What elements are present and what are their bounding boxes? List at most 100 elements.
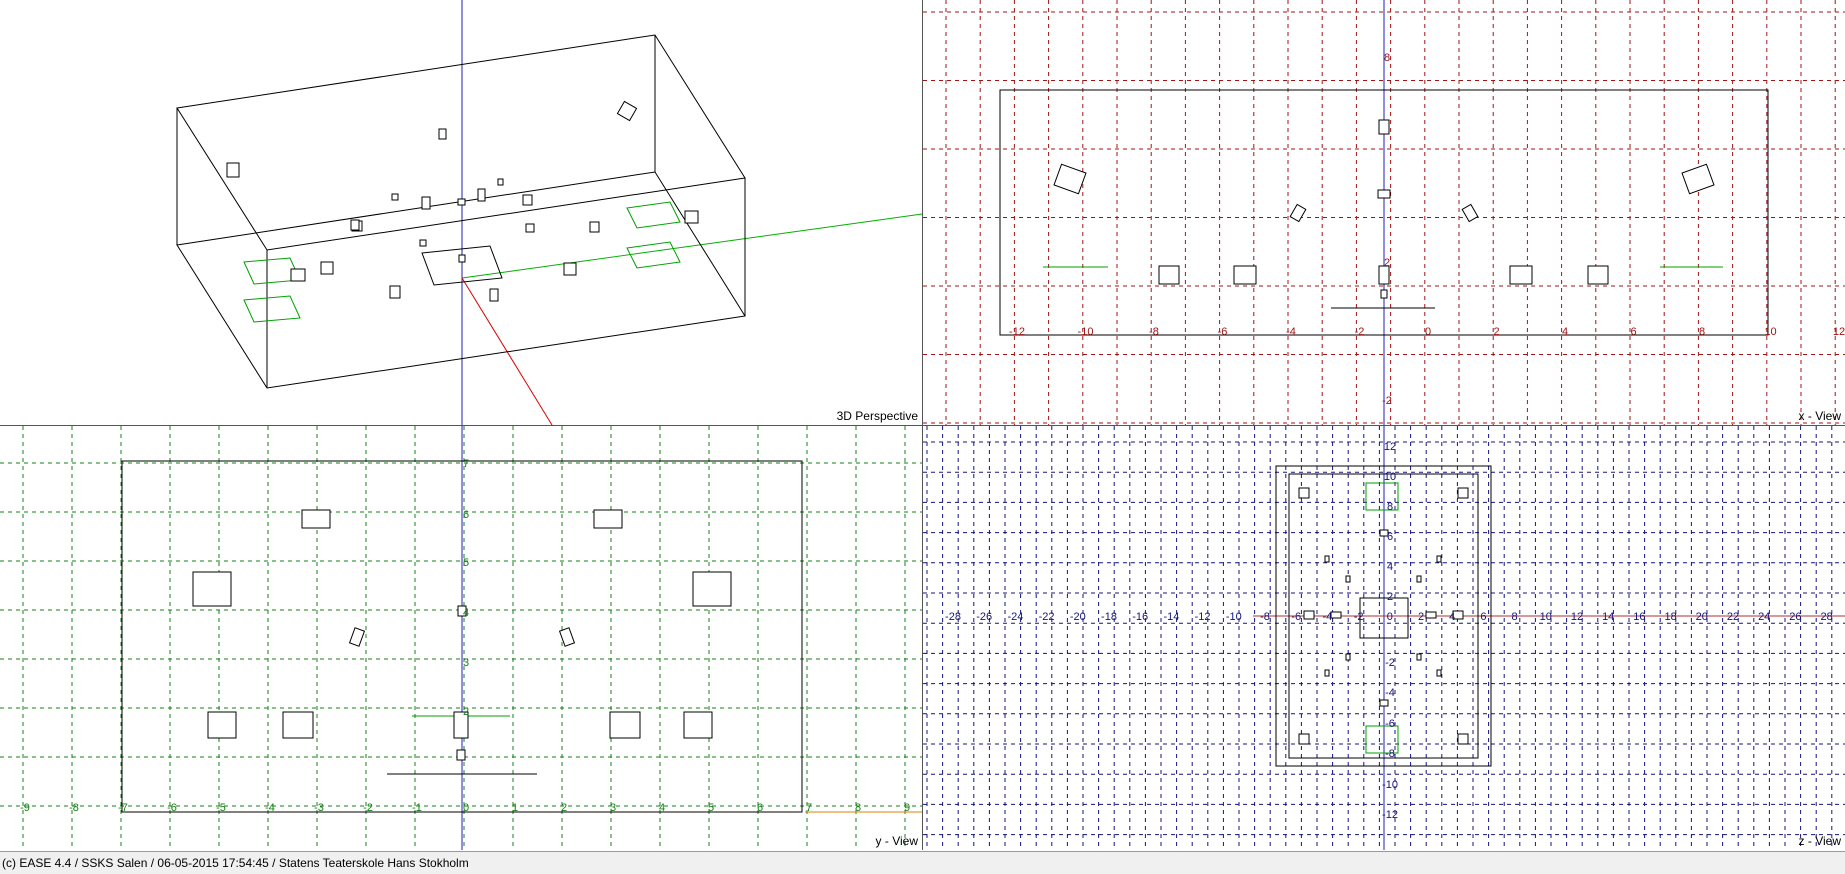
x-view-pane[interactable]: -12 -10 -8 -6 -4 -2 0 2 4 6 8 10 12 8 2 -2 x - View: [923, 0, 1845, 426]
x-view-tick-label: -4: [1286, 326, 1296, 338]
x-view-tick-label: 0: [1425, 326, 1431, 338]
z-view-tick-label: 26: [1789, 611, 1801, 623]
y-view-tick-label: -9: [20, 802, 30, 814]
z-view-label: z - View: [1798, 834, 1841, 848]
z-view-tick-label: 4: [1449, 611, 1455, 623]
z-view-tick-label: 8: [1512, 611, 1518, 623]
x-view-vtick-label: -2: [1382, 395, 1392, 407]
z-view-vtick-label: -10: [1382, 779, 1398, 791]
y-view-tick-label: -1: [412, 802, 422, 814]
y-view-vtick-label: 7: [463, 458, 469, 470]
z-view-tick-label: -4: [1323, 611, 1333, 623]
perspective-view-pane[interactable]: 3D Perspective: [0, 0, 923, 426]
x-view-vtick-label: 8: [1384, 52, 1390, 64]
y-axis-line: [461, 213, 922, 279]
x-view-tick-label: -6: [1218, 326, 1228, 338]
y-view-tick-label: 8: [855, 802, 861, 814]
y-view-tick-label: 4: [659, 802, 665, 814]
x-view-grid: [923, 0, 1845, 425]
z-view-stage-outline: [1359, 597, 1409, 639]
x-view-tick-label: -12: [1009, 326, 1025, 338]
loudspeakers-3d: [226, 100, 699, 302]
x-view-tick-label: 10: [1764, 326, 1776, 338]
x-view-tick-label: -8: [1149, 326, 1159, 338]
z-view-tick-label: 20: [1696, 611, 1708, 623]
z-view-tick-label: -10: [1226, 611, 1242, 623]
y-view-grid: [0, 426, 922, 850]
y-view-tick-label: 7: [806, 802, 812, 814]
x-view-tick-label: 4: [1562, 326, 1568, 338]
y-view-tick-label: 2: [561, 802, 567, 814]
y-view-tick-label: -3: [314, 802, 324, 814]
y-view-tick-label: 3: [610, 802, 616, 814]
y-view-tick-label: 9: [904, 802, 910, 814]
y-view-vtick-label: 4: [463, 607, 469, 619]
z-view-tick-label: -24: [1007, 611, 1023, 623]
y-view-vtick-label: 2: [463, 706, 469, 718]
z-view-tick-label: 2: [1418, 611, 1424, 623]
x-view-tick-label: -10: [1078, 326, 1094, 338]
z-view-vtick-label: 8: [1387, 501, 1393, 513]
z-view-vtick-label: 4: [1387, 561, 1393, 573]
z-view-tick-label: 22: [1727, 611, 1739, 623]
z-view-vtick-label: 6: [1387, 531, 1393, 543]
x-view-canvas[interactable]: -12 -10 -8 -6 -4 -2 0 2 4 6 8 10 12 8 2 -2: [923, 0, 1845, 425]
y-view-tick-label: 1: [512, 802, 518, 814]
x-view-tick-label: 2: [1493, 326, 1499, 338]
z-view-tick-label: -26: [976, 611, 992, 623]
y-view-tick-label: -4: [265, 802, 275, 814]
z-view-tick-label: -12: [1195, 611, 1211, 623]
z-view-tick-label: -8: [1260, 611, 1270, 623]
x-view-tick-label: 6: [1630, 326, 1636, 338]
y-view-tick-label: -7: [118, 802, 128, 814]
z-view-area-bottom: [1365, 725, 1399, 754]
z-view-tick-label: -20: [1070, 611, 1086, 623]
z-view-vtick-label: -6: [1385, 718, 1395, 730]
z-view-tick-label: 12: [1571, 611, 1583, 623]
y-view-tick-label: -8: [69, 802, 79, 814]
z-view-tick-label: 16: [1633, 611, 1645, 623]
y-view-room-outline: [121, 460, 803, 813]
y-view-vtick-label: 5: [463, 557, 469, 569]
y-view-loudspeakers: [192, 509, 732, 761]
perspective-canvas[interactable]: [0, 0, 922, 425]
z-view-tick-label: 14: [1602, 611, 1614, 623]
z-view-tick-label: -16: [1132, 611, 1148, 623]
z-view-tick-label: -18: [1101, 611, 1117, 623]
z-view-tick-label: -2: [1354, 611, 1364, 623]
z-view-room-outline: [1275, 465, 1492, 767]
z-view-tick-label: 28: [1820, 611, 1832, 623]
z-view-tick-label: 6: [1480, 611, 1486, 623]
z-view-tick-label: -6: [1291, 611, 1301, 623]
z-view-area-top: [1365, 482, 1399, 511]
y-view-vtick-label: 3: [463, 657, 469, 669]
z-view-tick-label: 18: [1664, 611, 1676, 623]
z-view-vtick-label: -2: [1385, 657, 1395, 669]
z-view-vtick-label: -4: [1385, 687, 1395, 699]
x-view-vtick-label: 2: [1384, 257, 1390, 269]
perspective-view-label: 3D Perspective: [836, 409, 918, 423]
z-view-tick-label: 0: [1387, 611, 1393, 623]
y-view-tick-label: 6: [757, 802, 763, 814]
y-view-tick-label: -2: [363, 802, 373, 814]
stage-outline: [421, 245, 503, 286]
x-view-tick-label: 12: [1833, 326, 1845, 338]
z-view-tick-label: 24: [1758, 611, 1770, 623]
y-view-label: y - View: [875, 834, 918, 848]
room-wireframe: [176, 34, 746, 389]
x-view-label: x - View: [1798, 409, 1841, 423]
x-view-tick-label: -2: [1355, 326, 1365, 338]
z-view-tick-label: -22: [1039, 611, 1055, 623]
z-view-loudspeakers: [1298, 487, 1469, 745]
z-view-vtick-label: 2: [1387, 591, 1393, 603]
y-view-tick-label: -6: [167, 802, 177, 814]
z-view-vtick-label: 12: [1384, 441, 1396, 453]
y-view-tick-label: 0: [463, 802, 469, 814]
z-view-grid: [923, 426, 1845, 850]
z-view-vtick-label: -8: [1385, 748, 1395, 760]
x-view-tick-label: 8: [1699, 326, 1705, 338]
